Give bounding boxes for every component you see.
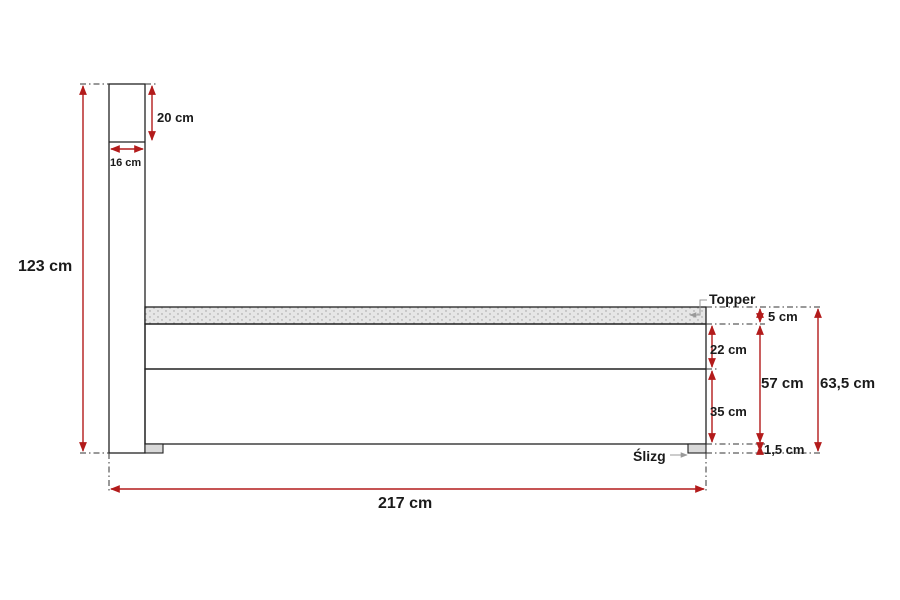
- glide-left: [144, 443, 164, 454]
- glide-right: [687, 443, 707, 454]
- extension-lines: [80, 83, 822, 492]
- topper-leader: [689, 299, 707, 318]
- dimension-labels: 123 cm 20 cm 16 cm Topper 5 cm 22 cm 35 …: [18, 110, 875, 512]
- label-mattress-height: 22 cm: [710, 342, 747, 357]
- label-glide-height: 1,5 cm: [764, 442, 804, 457]
- bed-outline: [108, 83, 707, 454]
- label-topper-name: Topper: [709, 291, 756, 307]
- label-headboard-total-height: 123 cm: [18, 258, 72, 275]
- dimension-lines: [79, 85, 822, 493]
- leader-lines: [670, 299, 707, 458]
- label-total-height: 63,5 cm: [820, 375, 875, 392]
- headboard: [108, 83, 146, 454]
- label-total-length: 217 cm: [378, 495, 432, 512]
- label-headboard-thickness: 16 cm: [110, 157, 141, 169]
- label-bed-height: 57 cm: [761, 375, 804, 392]
- label-glide-name: Ślizg: [633, 447, 666, 464]
- label-headboard-top-section: 20 cm: [157, 110, 194, 125]
- label-topper-height: 5 cm: [768, 309, 798, 324]
- base: [144, 368, 707, 445]
- mattress: [144, 323, 707, 370]
- topper: [144, 306, 707, 325]
- label-base-height: 35 cm: [710, 404, 747, 419]
